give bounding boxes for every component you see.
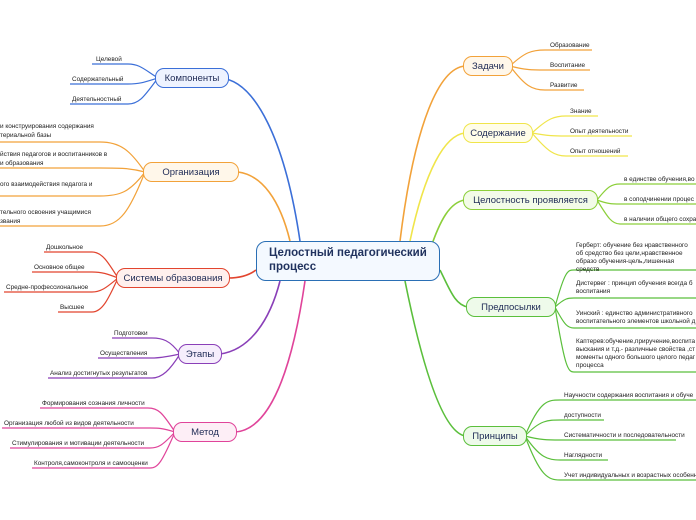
leaf-principles-accessibility[interactable]: доступности [564, 412, 601, 419]
leaf-organization-4a[interactable]: тельного освоения учащимися [0, 209, 91, 216]
leaf-integrity-3[interactable]: в наличии общего сохра [624, 216, 696, 223]
leaf-principles-visual[interactable]: Наглядности [564, 452, 603, 459]
leaf-content-activity[interactable]: Опыт деятельности [570, 128, 629, 135]
leaf-prerequisites-herbart[interactable]: Герберт: обучение без нравственного об с… [576, 242, 688, 273]
leaf-method-consciousness[interactable]: Формирования сознания личности [42, 400, 145, 407]
leaf-tasks-upbringing[interactable]: Воспитание [550, 62, 586, 69]
leaf-organization-3[interactable]: ого взаимодействия педагога и [0, 181, 93, 188]
branch-content[interactable]: Содержание [463, 123, 533, 143]
leaf-organization-4b[interactable]: звания [0, 218, 21, 225]
leaf-systems-higher[interactable]: Высшее [60, 304, 85, 311]
leaf-organization-2b[interactable]: и образования [0, 160, 44, 167]
connector-method [234, 280, 306, 433]
leaf-systems-vocational[interactable]: Средне-профессиональное [6, 284, 89, 291]
leaf-tasks-education[interactable]: Образование [550, 42, 590, 49]
leaf-organization-2a[interactable]: йствия педагогов и воспитанников в [0, 151, 108, 158]
leaf-stages-preparation[interactable]: Подготовки [114, 330, 148, 337]
leaf-method-control[interactable]: Контроля,самоконтроля и самооценки [34, 460, 148, 467]
connector-prerequisites [439, 269, 469, 308]
leaf-principles-systematic[interactable]: Систематичности и последовательности [564, 432, 685, 439]
leaf-organization-1a[interactable]: и конструирования содержания [0, 123, 94, 130]
connector-organization [237, 171, 291, 242]
leaf-components-content[interactable]: Содержательный [72, 76, 124, 83]
leaf-components-target[interactable]: Целевой [96, 56, 122, 63]
branch-components[interactable]: Компоненты [155, 68, 229, 88]
connector-stages [219, 280, 281, 355]
connector-principles [404, 280, 466, 437]
branch-education-systems[interactable]: Системы образования [116, 268, 230, 288]
branch-integrity[interactable]: Целостность проявляется [463, 190, 598, 210]
leaf-tasks-development[interactable]: Развитие [550, 82, 578, 89]
connector-systems [227, 269, 257, 279]
central-topic[interactable]: Целостный педагогический процесс [256, 241, 440, 281]
leaf-organization-1b[interactable]: териальной базы [0, 132, 52, 139]
branch-tasks[interactable]: Задачи [463, 56, 513, 76]
branch-organization[interactable]: Организация [143, 162, 239, 182]
leaf-integrity-1[interactable]: в единстве обучения,во [624, 176, 695, 183]
leaf-stages-analysis[interactable]: Анализ достигнутых результатов [50, 370, 148, 377]
connector-content [409, 132, 466, 242]
leaf-method-stimulation[interactable]: Стимулирования и мотивации деятельности [12, 440, 145, 447]
leaf-method-organization[interactable]: Организация любой из видов деятельности [4, 420, 134, 427]
leaf-principles-scientific[interactable]: Научности содержания воспитания и обуче [564, 392, 694, 399]
leaf-content-relations[interactable]: Опыт отношений [570, 148, 621, 155]
leaf-prerequisites-diesterweg[interactable]: Дистервег : принцип обучения всегда б во… [576, 280, 693, 295]
leaf-prerequisites-ushinsky[interactable]: Уинский : единство административного вос… [576, 310, 696, 325]
leaf-integrity-2[interactable]: в соподчинении процес [624, 196, 694, 203]
leaf-content-knowledge[interactable]: Знание [570, 108, 592, 115]
branch-prerequisites[interactable]: Предпосылки [466, 297, 556, 317]
connector-tasks [399, 65, 466, 242]
connector-components [219, 77, 301, 242]
leaf-components-activity[interactable]: Деятельностный [72, 96, 122, 103]
leaf-principles-individual[interactable]: Учет индивидуальных и возрастных особенн [564, 472, 696, 479]
branch-principles[interactable]: Принципы [463, 426, 527, 446]
leaf-systems-preschool[interactable]: Дошкольное [46, 244, 84, 251]
branch-method[interactable]: Метод [173, 422, 237, 442]
leaf-systems-general[interactable]: Основное общее [34, 264, 85, 271]
branch-stages[interactable]: Этапы [178, 344, 222, 364]
leaf-prerequisites-kapterev[interactable]: Каптерев:обучение,приручение,воспита выс… [576, 338, 696, 369]
leaf-stages-implementation[interactable]: Осуществления [100, 350, 148, 357]
